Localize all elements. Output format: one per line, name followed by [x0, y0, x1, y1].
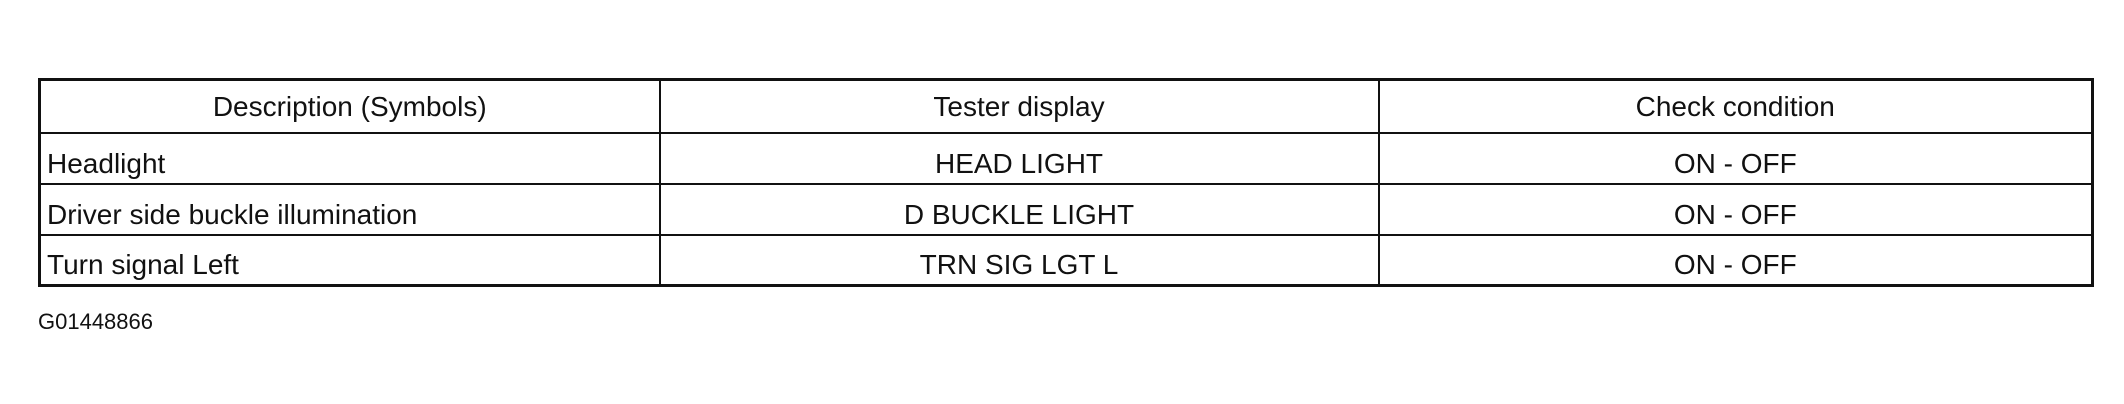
row-description: Turn signal Left [38, 233, 661, 287]
table-header-row: Description (Symbols) Tester display Che… [38, 78, 2094, 134]
table-row: Turn signal Left TRN SIG LGT L ON - OFF [38, 233, 2094, 287]
table-row: Driver side buckle illumination D BUCKLE… [38, 182, 2094, 236]
figure-code: G01448866 [38, 309, 153, 334]
row-check-condition: ON - OFF [1377, 233, 2094, 287]
row-tester-display: D BUCKLE LIGHT [658, 182, 1380, 236]
row-tester-display: TRN SIG LGT L [658, 233, 1380, 287]
row-tester-display: HEAD LIGHT [658, 131, 1380, 185]
table-row: Headlight HEAD LIGHT ON - OFF [38, 131, 2094, 185]
header-tester-display: Tester display [658, 78, 1380, 134]
row-description: Driver side buckle illumination [38, 182, 661, 236]
header-check-condition: Check condition [1377, 78, 2094, 134]
header-description: Description (Symbols) [38, 78, 661, 134]
tester-display-table: Description (Symbols) Tester display Che… [38, 78, 2094, 287]
row-check-condition: ON - OFF [1377, 182, 2094, 236]
row-description: Headlight [38, 131, 661, 185]
row-check-condition: ON - OFF [1377, 131, 2094, 185]
